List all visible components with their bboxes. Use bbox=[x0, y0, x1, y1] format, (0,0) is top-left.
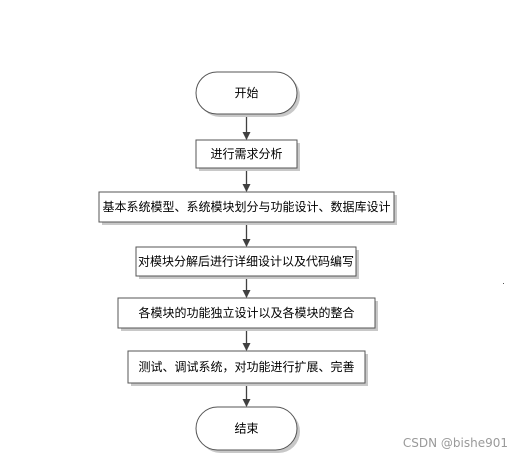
node-label: 开始 bbox=[234, 86, 258, 100]
node-step1: 进行需求分析 bbox=[195, 139, 300, 171]
node-step5: 测试、调试系统，对功能进行扩展、完善 bbox=[127, 350, 368, 386]
node-step2: 基本系统模型、系统模块划分与功能设计、数据库设计 bbox=[98, 191, 397, 225]
node-label: 对模块分解后进行详细设计以及代码编写 bbox=[138, 254, 354, 269]
process-box bbox=[135, 246, 357, 277]
node-label: 基本系统模型、系统模块划分与功能设计、数据库设计 bbox=[102, 199, 390, 214]
terminal-shape bbox=[195, 71, 298, 115]
node-step4: 各模块的功能独立设计以及各模块的整合 bbox=[117, 297, 378, 331]
stray-mark bbox=[503, 283, 504, 284]
process-box bbox=[127, 350, 366, 384]
process-box bbox=[117, 297, 376, 329]
node-label: 测试、调试系统，对功能进行扩展、完善 bbox=[138, 359, 354, 374]
node-end: 结束 bbox=[195, 406, 300, 453]
terminal-shape bbox=[195, 406, 298, 451]
process-box bbox=[195, 139, 298, 169]
node-start: 开始 bbox=[195, 71, 300, 117]
node-label: 各模块的功能独立设计以及各模块的整合 bbox=[138, 305, 354, 320]
node-label: 结束 bbox=[234, 422, 258, 436]
node-label: 进行需求分析 bbox=[210, 147, 282, 161]
node-step3: 对模块分解后进行详细设计以及代码编写 bbox=[135, 246, 359, 279]
watermark: CSDN @bishe901 bbox=[402, 436, 508, 450]
process-box bbox=[98, 191, 395, 223]
